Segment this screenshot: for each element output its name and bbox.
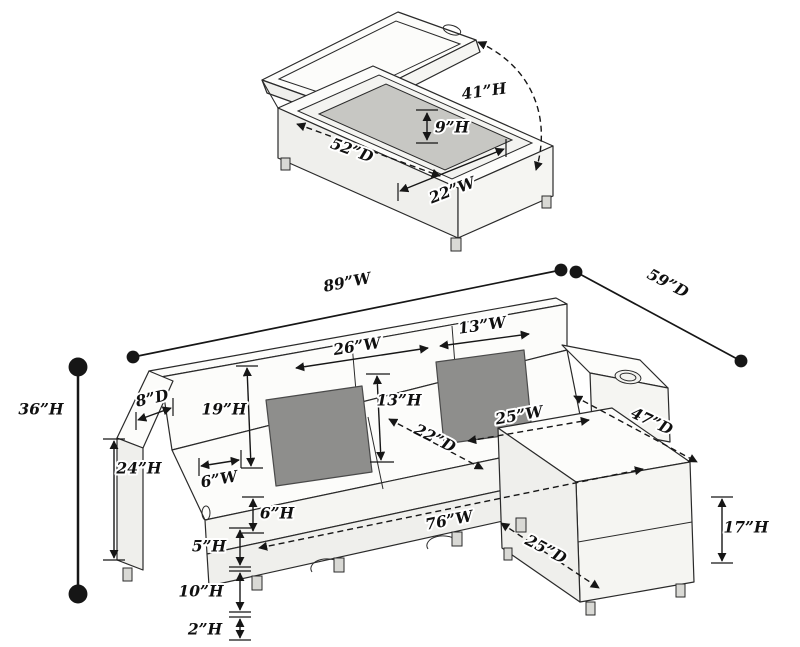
dim-open-lid-height-label: 41”H [460, 78, 509, 103]
dim-overall-depth-label: 59”D [644, 264, 692, 302]
front-knob [201, 505, 211, 521]
box-leg [280, 157, 291, 171]
dim-arm-top-depth [135, 398, 174, 430]
dim-under-clearance-height-label: 10”H [178, 581, 224, 600]
dim-backrest-height-label: 19”H [201, 399, 247, 418]
sofa-leg [515, 517, 527, 533]
dim-overall-height-label: 36”H [18, 399, 64, 418]
dim-chaise-total-depth [573, 395, 698, 463]
dim-front-rail-height [229, 527, 251, 568]
dim-arm-width [198, 450, 242, 476]
dim-under-clearance-height [229, 570, 251, 613]
dim-leg-height-label: 2”H [187, 619, 224, 638]
dim-seat-depth [388, 418, 484, 470]
chaise-leg [585, 601, 596, 616]
dim-chaise-seat-width [467, 416, 590, 445]
open-storage-chaise-drawing: 41”H 9”H 52”D 22”W [261, 11, 554, 252]
sofa-leg [122, 567, 133, 582]
dim-seat-width [258, 466, 644, 551]
dim-arm-height-label: 24”H [115, 458, 162, 477]
sofa-leg [451, 531, 463, 547]
dim-storage-depth [296, 122, 441, 178]
chaise-leg [675, 583, 686, 598]
lid-swing-arc [477, 41, 543, 171]
dim-overall-depth-line [569, 265, 748, 368]
cup-holder-inner [619, 372, 637, 382]
dim-chaise-height [711, 496, 733, 564]
sofa-leg [251, 575, 263, 591]
dim-chaise-height-label: 17”H [723, 517, 769, 536]
dim-pillow-height-label: 13”H [376, 390, 422, 409]
lid-handle [442, 24, 462, 36]
sectional-sofa-drawing: 89”W 59”D 36”H 8”D 19”H 26”W 13”W 13”H 2… [16, 262, 772, 641]
dim-leg-height [229, 616, 251, 641]
dim-storage-width [397, 139, 507, 201]
dim-arm-height [103, 438, 125, 561]
sofa-leg [333, 557, 345, 573]
dim-seat-cushion-height-label: 6”H [260, 503, 296, 522]
box-leg [541, 195, 552, 209]
dim-overall-width-label: 89”W [322, 268, 374, 296]
dim-storage-inner-height-label: 9”H [435, 117, 471, 136]
dim-front-rail-height-label: 5”H [192, 536, 228, 555]
dim-pillow-width [439, 330, 530, 350]
dim-back-cushion-width [295, 344, 429, 372]
left-armrest-top [116, 370, 174, 449]
throw-pillow-left [265, 385, 373, 487]
chaise-leg [503, 547, 513, 561]
dim-overall-width-line [126, 263, 568, 364]
box-leg [450, 237, 462, 252]
